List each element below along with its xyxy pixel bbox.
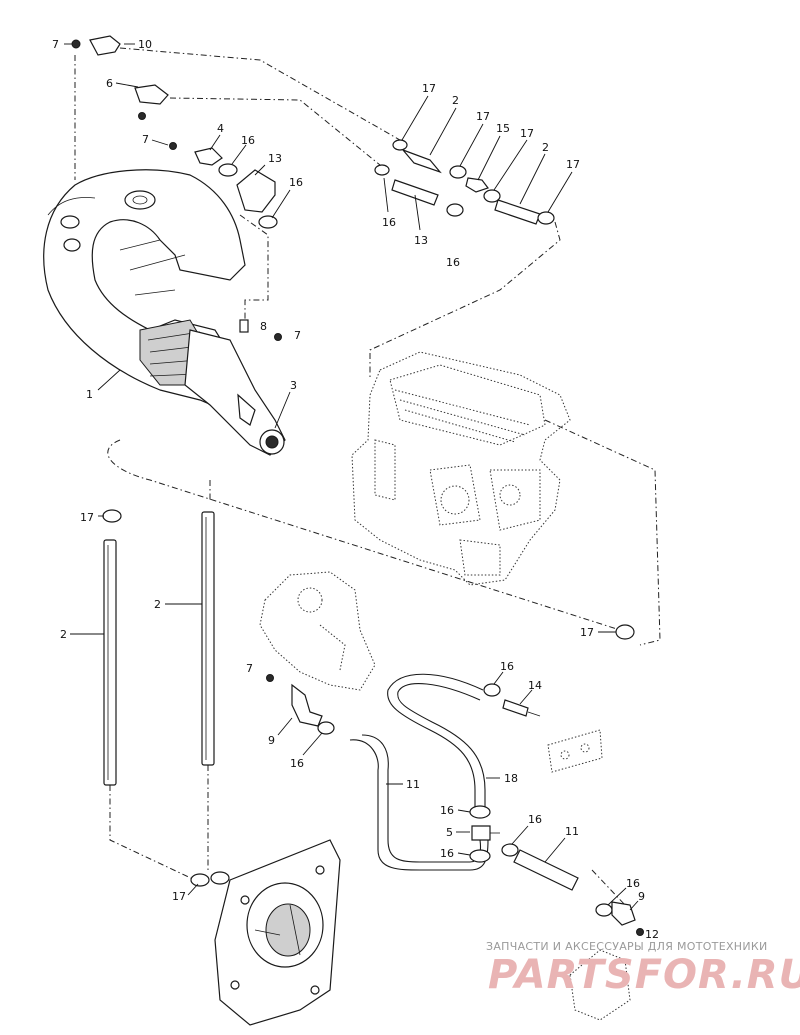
fitting-tee-5	[471, 825, 500, 841]
fitting-elbow-4	[169, 142, 223, 166]
callout-labels: 7 10 6 7 4 16 13 16 17 2 17 15 17 2 17 1…	[52, 38, 659, 941]
callout-8: 8	[260, 320, 267, 333]
hose-13-upper	[218, 163, 278, 229]
bracket-plate	[547, 729, 603, 773]
watermark-brand: PARTSFOR.RU	[488, 952, 800, 998]
hose-18-loop	[387, 673, 486, 810]
callout-16: 16	[290, 757, 304, 770]
callout-17: 17	[476, 110, 490, 123]
callout-15: 15	[496, 122, 510, 135]
leader-lines	[64, 43, 639, 911]
callout-16: 16	[289, 176, 303, 189]
callout-16: 16	[626, 877, 640, 890]
muffler-tailpipe	[184, 329, 286, 456]
callout-3: 3	[290, 379, 297, 392]
fitting-8	[239, 319, 282, 341]
callout-17: 17	[580, 626, 594, 639]
fitting-elbow-9-left	[266, 674, 335, 735]
jet-pump-base	[214, 839, 631, 1026]
engine-outline	[351, 351, 571, 586]
callout-13: 13	[414, 234, 428, 247]
callout-9: 9	[268, 734, 275, 747]
fitting-elbow-9-right	[611, 901, 644, 936]
callout-13: 13	[268, 152, 282, 165]
watermark-caption: ЗАПЧАСТИ И АКСЕССУАРЫ ДЛЯ МОТОТЕХНИКИ	[486, 940, 768, 953]
callout-2: 2	[542, 141, 549, 154]
upper-hose-assembly	[374, 139, 555, 225]
callout-11: 11	[565, 825, 579, 838]
callout-2: 2	[154, 598, 161, 611]
callout-7: 7	[52, 38, 59, 51]
long-hose-2-right	[201, 511, 215, 766]
callout-10: 10	[138, 38, 152, 51]
callout-17: 17	[80, 511, 94, 524]
fitting-14	[502, 699, 541, 717]
callout-16: 16	[446, 256, 460, 269]
callout-18: 18	[504, 772, 518, 785]
routing-lines	[74, 47, 661, 906]
callout-12: 12	[645, 928, 659, 941]
callout-1: 1	[86, 388, 93, 401]
clamp-17-right	[615, 624, 635, 640]
callout-16: 16	[440, 804, 454, 817]
callout-7: 7	[246, 662, 253, 675]
callout-7: 7	[142, 133, 149, 146]
callout-9: 9	[638, 890, 645, 903]
callout-17: 17	[172, 890, 186, 903]
callout-17: 17	[422, 82, 436, 95]
callout-17: 17	[520, 127, 534, 140]
callout-2: 2	[60, 628, 67, 641]
callout-6: 6	[106, 77, 113, 90]
callout-16: 16	[241, 134, 255, 147]
callout-7: 7	[294, 329, 301, 342]
long-hose-2-left	[103, 539, 117, 786]
callout-5: 5	[446, 826, 453, 839]
callout-17: 17	[566, 158, 580, 171]
fitting-elbow-6	[134, 84, 169, 120]
hose-11-s-bend	[349, 734, 489, 871]
callout-16: 16	[500, 660, 514, 673]
pump-housing-outline	[259, 571, 376, 691]
callout-16: 16	[382, 216, 396, 229]
callout-16: 16	[528, 813, 542, 826]
callout-14: 14	[528, 679, 542, 692]
clamp-17-left	[102, 509, 230, 887]
callout-2: 2	[452, 94, 459, 107]
callout-16: 16	[440, 847, 454, 860]
fitting-elbow-10	[71, 35, 121, 56]
clamps-16-lower	[469, 683, 613, 917]
hose-11-right	[513, 849, 579, 891]
callout-11: 11	[406, 778, 420, 791]
callout-4: 4	[217, 122, 224, 135]
